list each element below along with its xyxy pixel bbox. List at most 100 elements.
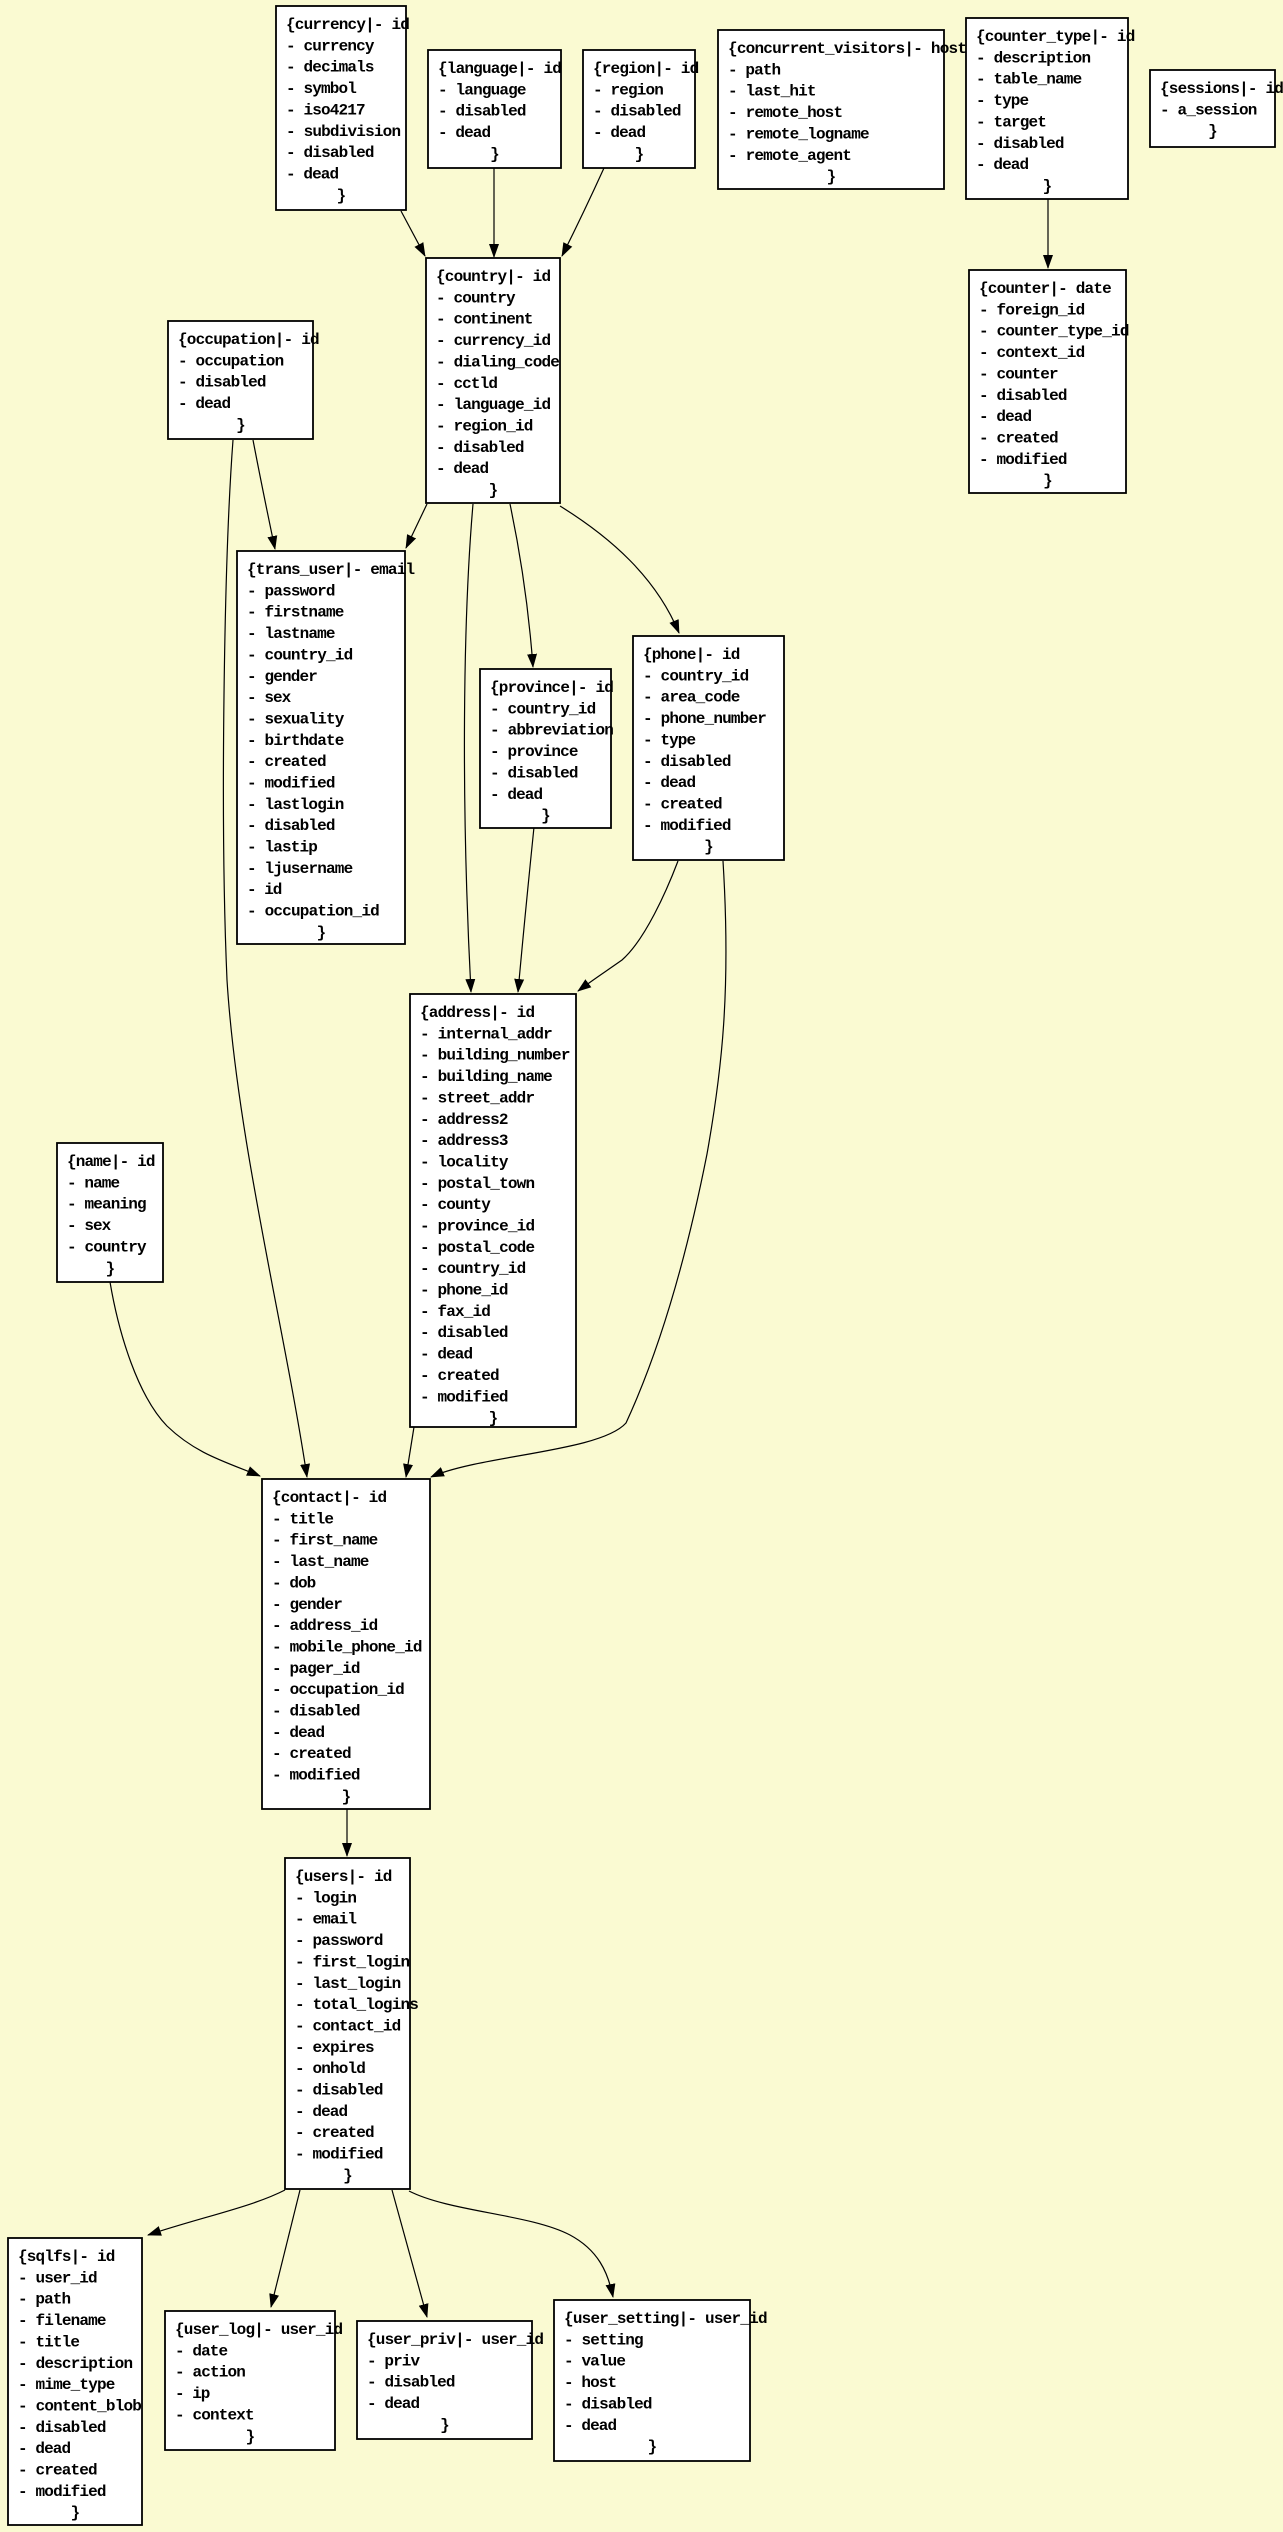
svg-text:- iso4217: - iso4217 (286, 101, 366, 119)
svg-text:- disabled: - disabled (367, 2374, 456, 2392)
svg-text:- birthdate: - birthdate (247, 732, 344, 750)
svg-text:}: } (317, 924, 327, 942)
svg-text:{sessions|- id: {sessions|- id (1160, 80, 1283, 98)
svg-text:- remote_logname: - remote_logname (728, 125, 870, 143)
svg-text:{user_priv|- user_id: {user_priv|- user_id (367, 2331, 544, 2349)
svg-text:}: } (648, 2438, 658, 2456)
svg-text:- type: - type (976, 92, 1029, 110)
svg-text:}: } (440, 2416, 450, 2434)
svg-text:- created: - created (247, 753, 327, 771)
svg-text:- remote_agent: - remote_agent (728, 147, 852, 165)
svg-text:- title: - title (272, 1510, 334, 1528)
svg-text:{name|- id: {name|- id (67, 1153, 156, 1171)
svg-text:{contact|- id: {contact|- id (272, 1489, 387, 1507)
svg-text:- dead: - dead (18, 2440, 71, 2458)
svg-text:- dead: - dead (420, 1346, 473, 1364)
svg-text:- last_login: - last_login (295, 1975, 401, 1993)
svg-text:- a_session: - a_session (1160, 101, 1257, 119)
svg-text:- dead: - dead (178, 395, 231, 413)
svg-text:- occupation_id: - occupation_id (247, 903, 380, 921)
svg-text:- language: - language (438, 81, 527, 99)
svg-text:- last_hit: - last_hit (728, 83, 817, 101)
svg-text:- disabled: - disabled (976, 135, 1065, 153)
svg-text:- last_name: - last_name (272, 1553, 369, 1571)
svg-text:{country|- id: {country|- id (436, 268, 551, 286)
svg-text:- counter: - counter (979, 365, 1059, 383)
svg-text:- total_logins: - total_logins (295, 1996, 419, 2014)
svg-text:- disabled: - disabled (564, 2395, 653, 2413)
svg-text:- modified: - modified (247, 775, 336, 793)
svg-text:- path: - path (18, 2291, 71, 2309)
svg-text:- first_name: - first_name (272, 1532, 378, 1550)
svg-text:}: } (490, 145, 500, 163)
svg-text:- dead: - dead (438, 124, 491, 142)
svg-text:- contact_id: - contact_id (295, 2018, 401, 2036)
svg-text:- password: - password (247, 582, 336, 600)
svg-text:- priv: - priv (367, 2352, 420, 2370)
svg-text:}: } (1043, 178, 1053, 196)
svg-text:{phone|- id: {phone|- id (643, 646, 740, 664)
svg-text:- currency_id: - currency_id (436, 332, 551, 350)
svg-text:- ljusername: - ljusername (247, 860, 353, 878)
svg-text:- title: - title (18, 2333, 80, 2351)
svg-text:- action: - action (175, 2364, 246, 2382)
svg-text:- dead: - dead (979, 408, 1032, 426)
svg-text:- area_code: - area_code (643, 689, 740, 707)
svg-text:- language_id: - language_id (436, 396, 551, 414)
svg-text:- postal_code: - postal_code (420, 1239, 535, 1257)
svg-text:- dead: - dead (286, 166, 339, 184)
svg-text:- description: - description (18, 2355, 133, 2373)
svg-text:- subdivision: - subdivision (286, 123, 401, 141)
svg-text:- region: - region (593, 81, 664, 99)
svg-text:- user_id: - user_id (18, 2269, 98, 2287)
svg-text:}: } (246, 2428, 256, 2446)
svg-text:- modified: - modified (295, 2146, 384, 2164)
svg-text:- disabled: - disabled (593, 103, 682, 121)
svg-text:- value: - value (564, 2353, 626, 2371)
svg-text:- dead: - dead (295, 2103, 348, 2121)
svg-text:}: } (541, 807, 551, 825)
svg-text:- ip: - ip (175, 2385, 210, 2403)
svg-text:- disabled: - disabled (18, 2419, 107, 2437)
svg-text:- locality: - locality (420, 1154, 509, 1172)
svg-text:}: } (489, 482, 499, 500)
svg-text:- onhold: - onhold (295, 2060, 366, 2078)
svg-text:- province_id: - province_id (420, 1218, 535, 1236)
svg-text:- country_id: - country_id (247, 646, 353, 664)
svg-text:- modified: - modified (979, 451, 1068, 469)
svg-text:- symbol: - symbol (286, 80, 357, 98)
svg-text:- internal_addr: - internal_addr (420, 1025, 553, 1043)
svg-text:}: } (1208, 123, 1218, 141)
svg-text:- dead: - dead (976, 156, 1029, 174)
svg-text:- description: - description (976, 49, 1091, 67)
svg-text:{currency|- id: {currency|- id (286, 16, 410, 34)
svg-text:- created: - created (18, 2462, 98, 2480)
svg-text:- created: - created (643, 796, 723, 814)
svg-text:- disabled: - disabled (490, 764, 579, 782)
svg-text:{users|- id: {users|- id (295, 1868, 392, 1886)
svg-text:- country_id: - country_id (490, 700, 596, 718)
svg-text:- filename: - filename (18, 2312, 107, 2330)
svg-text:}: } (1043, 472, 1053, 490)
svg-text:- cctld: - cctld (436, 375, 498, 393)
svg-text:- firstname: - firstname (247, 604, 344, 622)
svg-text:- dob: - dob (272, 1574, 316, 1592)
svg-text:{region|- id: {region|- id (593, 60, 699, 78)
svg-text:- county: - county (420, 1196, 491, 1214)
svg-text:{occupation|- id: {occupation|- id (178, 331, 320, 349)
svg-text:- building_number: - building_number (420, 1047, 570, 1065)
svg-text:- disabled: - disabled (272, 1703, 361, 1721)
svg-text:{counter_type|- id: {counter_type|- id (976, 28, 1135, 46)
svg-text:- phone_number: - phone_number (643, 710, 767, 728)
svg-text:- dead: - dead (564, 2417, 617, 2435)
svg-text:- disabled: - disabled (286, 144, 375, 162)
svg-text:- meaning: - meaning (67, 1196, 147, 1214)
svg-text:- id: - id (247, 881, 282, 899)
svg-text:- content_blob: - content_blob (18, 2397, 142, 2415)
svg-text:{counter|- date: {counter|- date (979, 280, 1112, 298)
svg-text:- province: - province (490, 743, 579, 761)
svg-text:{trans_user|- email: {trans_user|- email (247, 561, 415, 579)
svg-text:- street_addr: - street_addr (420, 1089, 535, 1107)
svg-text:- disabled: - disabled (420, 1324, 509, 1342)
svg-text:- date: - date (175, 2342, 228, 2360)
